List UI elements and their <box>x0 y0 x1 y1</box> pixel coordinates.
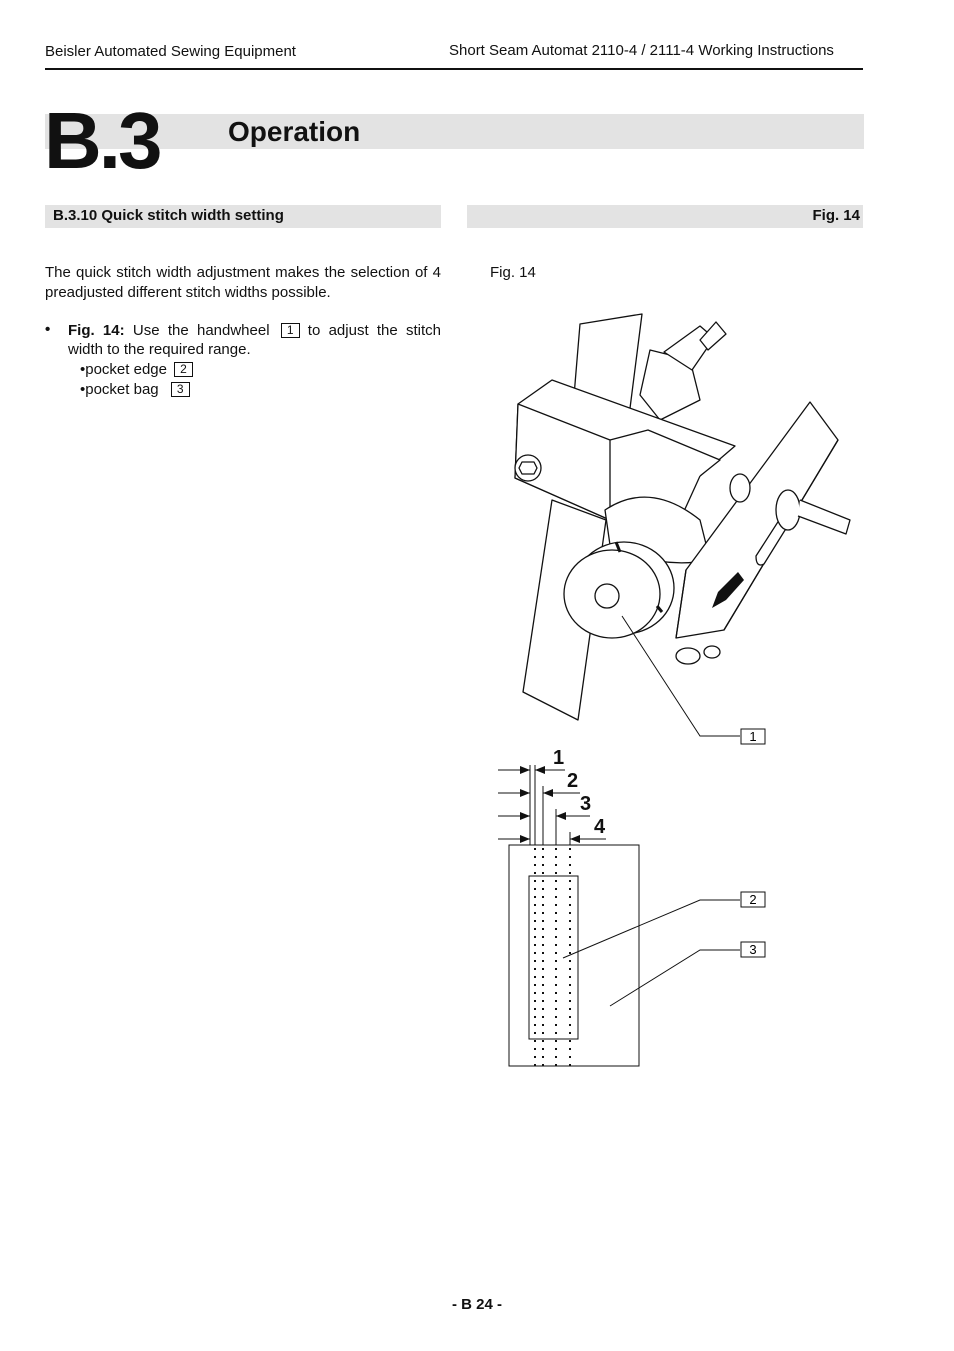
callout-box-2 <box>740 891 766 908</box>
chapter-band <box>45 114 864 149</box>
bullet-marker: • <box>45 321 51 338</box>
header-rule <box>45 68 863 70</box>
callout-box-3 <box>740 941 766 958</box>
ref-box-3: 3 <box>170 382 190 397</box>
bullet-text-a: Use the handwheel <box>132 322 270 339</box>
callout-label-2: 2 <box>749 892 756 907</box>
callout-label-1: 1 <box>749 729 756 744</box>
intro-paragraph: The quick stitch width adjustment makes … <box>45 264 441 301</box>
callout-box-1 <box>740 728 766 745</box>
section-title: B.3.10 Quick stitch width setting <box>53 207 284 224</box>
chapter-title: Operation <box>228 116 361 147</box>
figure-band <box>467 205 863 228</box>
blade-plate <box>522 499 607 721</box>
leader-line-2 <box>562 899 740 959</box>
page-number: - B 24 - <box>451 1296 502 1313</box>
handwheel-hole <box>594 583 620 609</box>
sub-item-pocket-edge: •pocket edge 2 <box>80 360 193 379</box>
leader-line-1 <box>621 615 740 737</box>
bullet-text-b: to adjust the stitch width to the requir… <box>68 322 442 358</box>
header-right: Short Seam Automat 2110-4 / 2111-4 Worki… <box>449 42 834 59</box>
sub-item-label: •pocket bag <box>80 381 159 398</box>
direction-arrow <box>712 572 744 608</box>
figure-reference: Fig. 14 <box>812 207 860 224</box>
figure-caption: Fig. 14 <box>490 264 536 281</box>
bullet-fig-ref: Fig. 14: <box>68 322 125 339</box>
cable <box>797 499 851 535</box>
ref-box-2: 2 <box>174 362 193 377</box>
leader-line-3 <box>609 949 740 1007</box>
section-band <box>45 205 441 228</box>
width-marker-3: 3 <box>580 793 591 815</box>
width-marker-2: 2 <box>567 770 578 792</box>
chapter-number: B.3 <box>44 96 162 185</box>
callout-label-3: 3 <box>749 942 756 957</box>
width-marker-1: 1 <box>553 747 564 769</box>
header-left: Beisler Automated Sewing Equipment <box>45 43 296 60</box>
ref-box-1: 1 <box>280 323 300 338</box>
pocket-bag-outline <box>508 844 640 1067</box>
cable-nut <box>775 489 801 531</box>
pocket-edge-outline <box>528 875 579 1040</box>
bullet-instruction: Fig. 14: Use the handwheel 1 to adjust t… <box>68 321 441 359</box>
sub-item-pocket-bag: •pocket bag 3 <box>80 380 190 399</box>
width-marker-4: 4 <box>594 816 606 838</box>
sub-item-label: •pocket edge <box>80 361 167 378</box>
